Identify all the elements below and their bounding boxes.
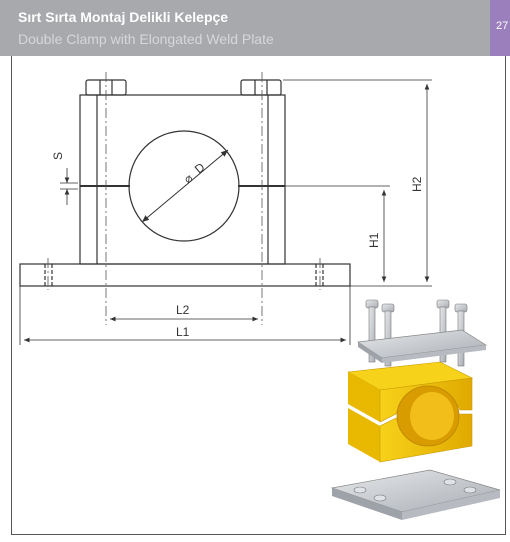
dim-d-label: D [192,160,208,177]
product-subtitle: Double Clamp with Elongated Weld Plate [18,31,274,47]
content-frame [11,56,506,535]
dim-l2-label: L2 [176,303,190,317]
dim-h1-label: H1 [367,232,381,248]
page-tab [490,0,510,56]
page-number: 27 [496,20,509,32]
dim-s-label: S [51,152,65,160]
dim-l1-label: L1 [176,325,190,339]
product-render [330,299,501,520]
clamp-drawing [19,79,351,287]
dim-h2-label: H2 [410,176,424,192]
page-header: Sırt Sırta Montaj Delikli Kelepçe Double… [0,0,498,56]
center-lines [47,72,321,325]
product-title: Sırt Sırta Montaj Delikli Kelepçe [18,9,229,25]
